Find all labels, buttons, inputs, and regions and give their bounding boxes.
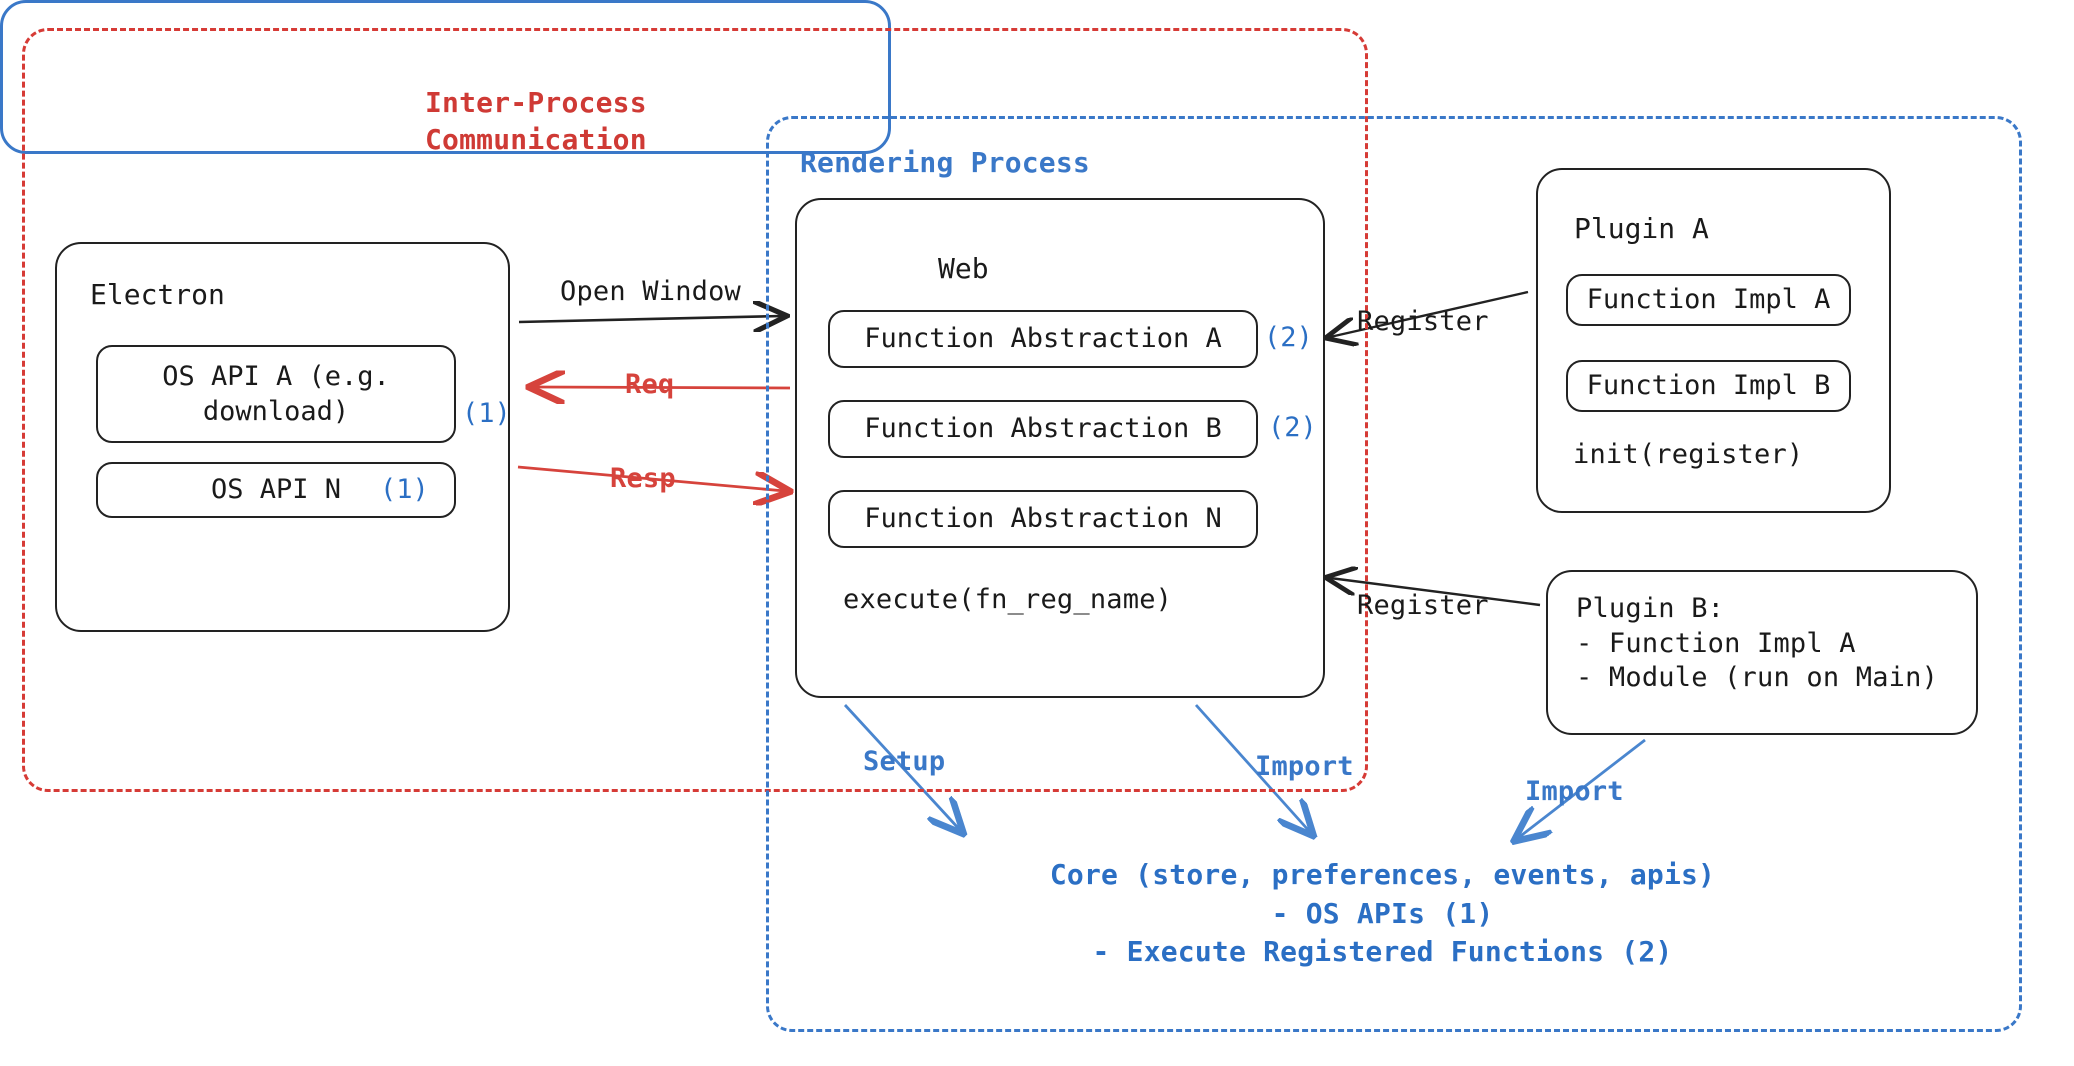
edge-label-req: Req: [625, 369, 675, 400]
core-text: Core (store, preferences, events, apis) …: [1049, 858, 1716, 969]
edge-label-open-window: Open Window: [560, 276, 742, 307]
edge-label-register-plugin-a: Register: [1357, 306, 1489, 337]
plugin-a-title: Plugin A: [1574, 212, 1709, 245]
function-impl-a-label: Function Impl A: [1586, 284, 1831, 316]
rendering-process-boundary: [766, 116, 2022, 1032]
function-abstraction-b-marker: (2): [1268, 412, 1317, 443]
edge-label-import-web: Import: [1255, 751, 1354, 782]
plugin-b-box[interactable]: [1546, 570, 1978, 735]
os-api-n-label: OS API N: [210, 474, 342, 506]
edge-label-register-plugin-b: Register: [1357, 590, 1489, 621]
os-api-a-box[interactable]: OS API A (e.g. download): [96, 345, 456, 443]
plugin-a-box[interactable]: [1536, 168, 1891, 513]
function-abstraction-n-box[interactable]: Function Abstraction N: [828, 490, 1258, 548]
edge-label-setup: Setup: [863, 746, 946, 777]
electron-title: Electron: [90, 278, 225, 311]
os-api-n-box[interactable]: OS API N: [96, 462, 456, 518]
os-api-a-label: OS API A (e.g. download): [162, 360, 390, 427]
edge-label-resp: Resp: [610, 463, 676, 494]
function-abstraction-n-label: Function Abstraction N: [864, 503, 1222, 535]
plugin-b-text: Plugin B: - Function Impl A - Module (ru…: [1576, 593, 1939, 694]
function-impl-a-box[interactable]: Function Impl A: [1566, 274, 1851, 326]
function-impl-b-label: Function Impl B: [1586, 370, 1831, 402]
core-box[interactable]: [0, 0, 891, 154]
function-impl-b-box[interactable]: Function Impl B: [1566, 360, 1851, 412]
rendering-process-label: Rendering Process: [800, 146, 1090, 179]
edge-label-import-plugin: Import: [1525, 776, 1624, 807]
ipc-boundary: [22, 28, 1368, 792]
os-api-a-marker: (1): [462, 398, 511, 429]
function-abstraction-b-label: Function Abstraction B: [864, 413, 1222, 445]
function-abstraction-b-box[interactable]: Function Abstraction B: [828, 400, 1258, 458]
function-abstraction-a-label: Function Abstraction A: [864, 323, 1222, 355]
web-title: Web: [938, 252, 989, 285]
function-abstraction-a-marker: (2): [1264, 322, 1313, 353]
os-api-n-marker: (1): [380, 474, 429, 505]
function-abstraction-a-box[interactable]: Function Abstraction A: [828, 310, 1258, 368]
execute-function-text: execute(fn_reg_name): [843, 584, 1173, 615]
ipc-group-label: Inter-Process Communication: [425, 86, 647, 156]
plugin-a-init-text: init(register): [1573, 439, 1804, 470]
